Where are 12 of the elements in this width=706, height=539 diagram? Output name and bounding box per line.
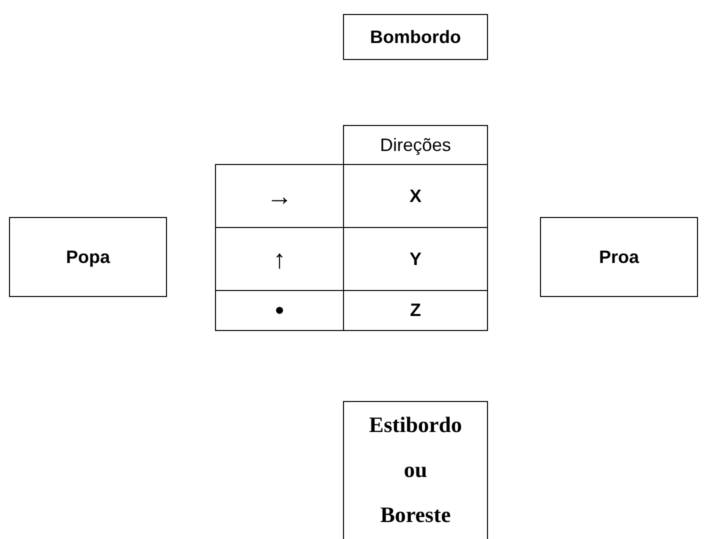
direction-symbol-cell: →: [215, 164, 344, 228]
label-box: [540, 217, 698, 297]
box-label: Estibordo ou Boreste: [369, 411, 462, 529]
label-box: [343, 401, 488, 539]
box-label: Popa: [66, 246, 110, 268]
box-label: Bombordo: [370, 26, 461, 48]
axis-cell: Z: [343, 290, 488, 331]
label-box: [343, 14, 488, 60]
box-label: Proa: [598, 246, 640, 268]
label-box: [9, 217, 167, 297]
direction-symbol-cell: •: [215, 290, 344, 331]
table-header-cell: Direções: [343, 125, 488, 165]
